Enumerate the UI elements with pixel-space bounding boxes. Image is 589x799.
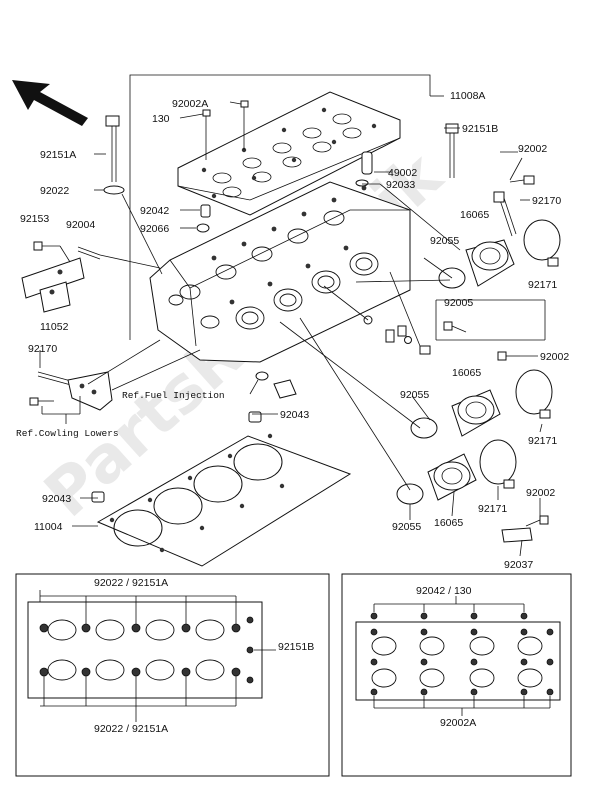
bracket-cowling xyxy=(67,371,113,411)
seal-92066 xyxy=(196,223,210,233)
label-92055-1: 92055 xyxy=(430,235,459,247)
part-labels: 92002A 130 11008A 92151B 92002 92151A 49… xyxy=(16,90,569,571)
label-92002-3: 92002 xyxy=(526,487,555,499)
label-92042: 92042 xyxy=(140,205,169,217)
bracket-11052 xyxy=(21,257,85,313)
inset-left-top-label: 92022 / 92151A xyxy=(94,577,168,589)
label-11052: 11052 xyxy=(40,321,69,333)
label-92043-1: 92043 xyxy=(280,409,309,421)
head-gasket-11004 xyxy=(96,433,352,567)
front-arrow-icon xyxy=(12,80,88,126)
inset-right-bottom-label: 92002A xyxy=(440,717,476,729)
inset-right-top-label: 92042 / 130 xyxy=(416,585,472,597)
label-92055-2: 92055 xyxy=(400,389,429,401)
holder-16065-top xyxy=(465,239,515,287)
pipe-92037 xyxy=(501,527,533,543)
clamp-92171-mid xyxy=(515,369,553,419)
label-92170-right: 92170 xyxy=(532,195,561,207)
inset-left: 92022 / 92151A 92022 / 92151A 92151B xyxy=(15,573,330,777)
sensor-fuel-injection xyxy=(255,371,297,399)
label-92171-1: 92171 xyxy=(528,279,557,291)
gasket-92055-mid xyxy=(410,417,438,439)
label-49002: 49002 xyxy=(388,167,417,179)
label-11004: 11004 xyxy=(34,521,63,533)
dowel-92043-lower xyxy=(91,491,105,503)
label-92002A-top: 92002A xyxy=(172,98,208,110)
label-92002-2: 92002 xyxy=(540,351,569,363)
label-92153: 92153 xyxy=(20,213,49,225)
label-92170-left: 92170 xyxy=(28,343,57,355)
stud-92004 xyxy=(77,246,101,260)
label-92151A: 92151A xyxy=(40,149,76,161)
label-16065-1: 16065 xyxy=(460,209,489,221)
gasket-92055-low xyxy=(396,483,424,505)
cylinder-head xyxy=(149,181,411,363)
label-11008A: 11008A xyxy=(450,90,485,102)
label-16065-3: 16065 xyxy=(434,517,463,529)
stud-92151B xyxy=(445,123,459,178)
inset-right: 92042 / 130 92002A xyxy=(341,573,572,777)
label-ref-cowling-lowers: Ref.Cowling Lowers xyxy=(16,428,119,439)
label-92004: 92004 xyxy=(66,219,95,231)
bolt-92002-mid xyxy=(497,351,520,361)
label-92055-3: 92055 xyxy=(392,521,421,533)
holder-16065-mid xyxy=(451,389,501,437)
dowel-92042 xyxy=(200,204,211,218)
bolt-92170-right xyxy=(493,175,535,237)
stud-92151A xyxy=(103,115,125,195)
bolt-cowling xyxy=(29,397,54,406)
label-130: 130 xyxy=(152,113,170,125)
label-92005: 92005 xyxy=(444,297,473,309)
dowel-92043-upper xyxy=(248,411,262,423)
inset-left-right-label: 92151B xyxy=(278,641,314,653)
inset-left-bottom-label: 92022 / 92151A xyxy=(94,723,168,735)
label-92002-1: 92002 xyxy=(518,143,547,155)
cam-cap-assembly xyxy=(177,91,401,216)
label-16065-2: 16065 xyxy=(452,367,481,379)
label-92033: 92033 xyxy=(386,179,415,191)
holder-16065-low xyxy=(427,453,477,501)
label-ref-fuel-injection: Ref.Fuel Injection xyxy=(122,390,225,401)
label-92151B-top: 92151B xyxy=(462,123,498,135)
bolt-92153 xyxy=(33,241,60,251)
leader-lines xyxy=(39,101,546,557)
clamp-92171-low xyxy=(479,439,517,489)
label-92171-3: 92171 xyxy=(478,503,507,515)
label-92066: 92066 xyxy=(140,223,169,235)
sensor-49002 xyxy=(355,151,373,187)
small-parts-center xyxy=(363,315,431,355)
bolt-130 xyxy=(202,109,211,160)
label-92022: 92022 xyxy=(40,185,69,197)
label-92037: 92037 xyxy=(504,559,533,571)
clamp-92171-top xyxy=(523,219,561,267)
label-92043-2: 92043 xyxy=(42,493,71,505)
label-92171-2: 92171 xyxy=(528,435,557,447)
bolt-92005 xyxy=(443,321,467,333)
bolt-92002-low xyxy=(525,515,549,527)
main-bracket xyxy=(129,74,444,340)
